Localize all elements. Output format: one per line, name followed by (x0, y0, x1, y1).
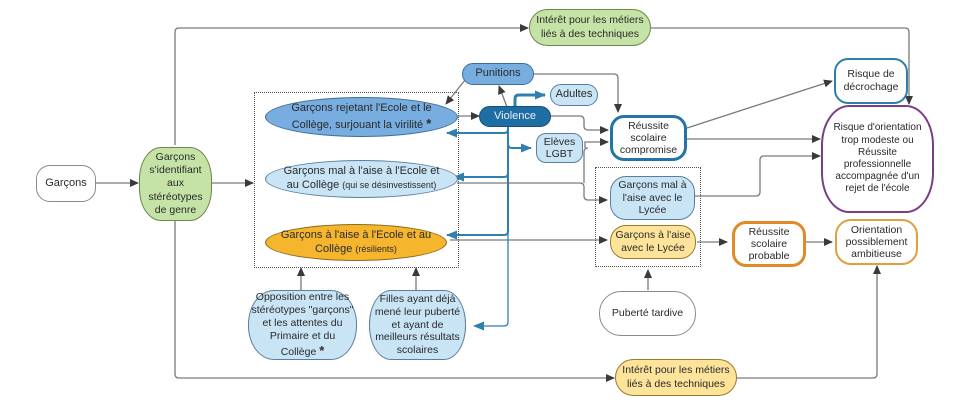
edge-identifiant-interet-bottom (174, 220, 615, 382)
edge-malaiselycee-orientation (695, 152, 821, 197)
edge-malaise-reussite (583, 147, 589, 183)
node-risque-orientation-label: Risque d'orientation trop modeste ou Réu… (833, 122, 922, 195)
node-garcons[interactable]: Garçons (36, 165, 96, 202)
node-rejetant-label: Garçons rejetant l'Ecole et le Collège, … (291, 101, 432, 131)
node-interet-bottom-label: Intérêt pour les métiers liés à des tech… (622, 364, 730, 390)
edge-malaise-split (457, 182, 608, 204)
node-interet-bottom[interactable]: Intérêt pour les métiers liés à des tech… (615, 359, 737, 396)
node-identifiant-label: Garçons s'identifiant aux stéréotypes de… (148, 151, 203, 216)
node-filles-label: Filles ayant déjà mené leur puberté et a… (374, 293, 461, 357)
edge-lgbt-reussite (584, 138, 609, 148)
node-puberte-tardive[interactable]: Puberté tardive (599, 291, 696, 336)
edge-punitions-reussite (533, 73, 622, 113)
node-reussite-compromise[interactable]: Réussite scolaire compromise (610, 115, 687, 161)
node-identifiant[interactable]: Garçons s'identifiant aux stéréotypes de… (139, 147, 212, 221)
node-punitions[interactable]: Punitions (462, 63, 534, 85)
asterisk-icon: * (426, 115, 432, 131)
node-mal-aise-college-label: Garçons mal à l'aise à l'Ecole et au Col… (283, 165, 440, 191)
node-reussite-probable[interactable]: Réussite scolaire probable (732, 221, 806, 267)
node-opposition[interactable]: Opposition entre les stéréotypes "garçon… (248, 290, 357, 360)
edge-interet-top-orientation (651, 27, 913, 105)
node-aise-lycee[interactable]: Garçons à l'aise avec le Lycée (610, 225, 696, 259)
edge-identifiant-interet-top (174, 24, 529, 145)
node-opposition-label: Opposition entre les stéréotypes "garçon… (251, 291, 354, 358)
node-risque-decrochage-label: Risque de décrochage (843, 68, 899, 93)
node-mal-aise-college-note: (qui se désinvestissent) (342, 180, 437, 190)
node-mal-aise-lycee[interactable]: Garçons mal à l'aise avec le Lycée (610, 176, 695, 220)
node-aise-lycee-label: Garçons à l'aise avec le Lycée (615, 229, 691, 254)
edge-violence-lgbt (507, 126, 532, 153)
node-interet-top-label: Intérêt pour les métiers liés à des tech… (536, 14, 644, 40)
node-aise-college-note: (résilients) (355, 243, 397, 254)
node-aise-college-label: Garçons à l'aise à l'Ecole et au Collège (280, 228, 432, 255)
node-mal-aise-college[interactable]: Garçons mal à l'aise à l'Ecole et au Col… (265, 160, 458, 198)
asterisk-icon: * (319, 342, 325, 358)
node-risque-decrochage[interactable]: Risque de décrochage (834, 58, 908, 104)
node-punitions-label: Punitions (475, 67, 521, 80)
node-mal-aise-lycee-label: Garçons mal à l'aise avec le Lycée (618, 179, 687, 217)
node-aise-college[interactable]: Garçons à l'aise à l'Ecole et au Collège… (265, 224, 447, 261)
node-orientation-ambitieuse-label: Orientation possiblement ambitieuse (845, 223, 908, 261)
node-adultes[interactable]: Adultes (550, 84, 598, 106)
node-reussite-probable-label: Réussite scolaire probable (748, 225, 790, 263)
edge-violence-reussite (550, 115, 609, 134)
node-puberte-tardive-label: Puberté tardive (611, 306, 684, 319)
edge-violence-punitions (498, 85, 508, 108)
node-garcons-label: Garçons (45, 176, 87, 189)
edge-interet-bottom-orientation (737, 265, 881, 379)
node-risque-orientation[interactable]: Risque d'orientation trop modeste ou Réu… (821, 105, 934, 213)
edge-violence-filles (473, 231, 509, 331)
node-reussite-compromise-label: Réussite scolaire compromise (619, 119, 678, 157)
lycee-group (595, 167, 701, 267)
edge-violence-adultes (513, 90, 546, 107)
node-violence-label: Violence (494, 109, 536, 122)
node-rejetant[interactable]: Garçons rejetant l'Ecole et le Collège, … (265, 97, 458, 137)
college-group (254, 92, 459, 268)
edge-reussite-decrochage (686, 79, 833, 129)
node-interet-top[interactable]: Intérêt pour les métiers liés à des tech… (529, 9, 651, 46)
node-filles[interactable]: Filles ayant déjà mené leur puberté et a… (369, 290, 466, 360)
node-eleves-lgbt[interactable]: Elèves LGBT (536, 133, 583, 163)
node-eleves-lgbt-label: Elèves LGBT (543, 135, 576, 160)
node-adultes-label: Adultes (555, 88, 593, 101)
node-orientation-ambitieuse[interactable]: Orientation possiblement ambitieuse (835, 219, 918, 265)
node-violence[interactable]: Violence (479, 106, 551, 127)
